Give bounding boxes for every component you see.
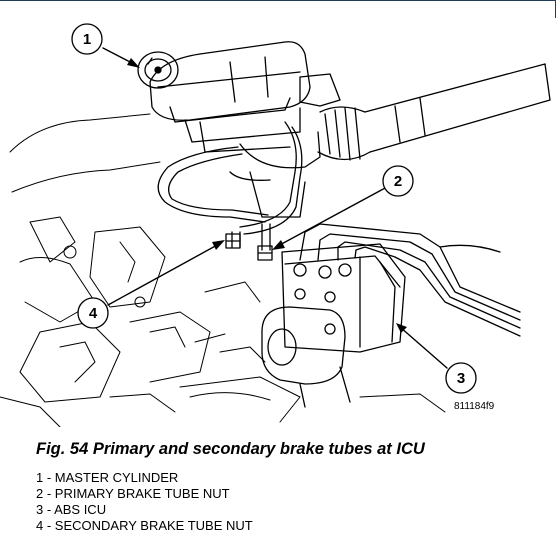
legend-item: 3 - ABS ICU <box>36 502 107 517</box>
callout-4-number: 4 <box>89 305 98 322</box>
leader-arrowheads <box>127 58 407 333</box>
legend-item: 4 - SECONDARY BRAKE TUBE NUT <box>36 518 253 533</box>
callout-1-number: 1 <box>83 31 91 48</box>
legend-item: 2 - PRIMARY BRAKE TUBE NUT <box>36 486 230 501</box>
legend-item: 1 - MASTER CYLINDER <box>36 470 179 485</box>
top-border-line <box>0 0 556 1</box>
primary-brake-tube-nut <box>257 245 273 261</box>
callout-3: 3 <box>445 362 477 394</box>
parts-legend: 1 - MASTER CYLINDER 2 - PRIMARY BRAKE TU… <box>36 470 253 534</box>
figure-caption: Fig. 54 Primary and secondary brake tube… <box>36 440 425 458</box>
steering-shaft <box>299 63 551 161</box>
reservoir-cap <box>137 51 179 89</box>
leader-lines <box>102 47 448 369</box>
brake-system-illustration: 1 2 3 4 <box>0 23 551 427</box>
abs-icu <box>261 243 406 408</box>
secondary-brake-tube-nut <box>225 233 241 249</box>
master-cylinder <box>149 41 321 218</box>
brake-tubes <box>157 121 303 251</box>
callout-2: 2 <box>382 165 414 197</box>
icu-output-tubes <box>299 223 521 337</box>
callout-3-number: 3 <box>457 370 465 387</box>
callout-4: 4 <box>77 297 109 329</box>
figure-code: 811184f9 <box>454 401 495 412</box>
engine-bay-background <box>0 113 446 427</box>
callout-1: 1 <box>71 23 103 55</box>
callout-2-number: 2 <box>394 173 402 190</box>
